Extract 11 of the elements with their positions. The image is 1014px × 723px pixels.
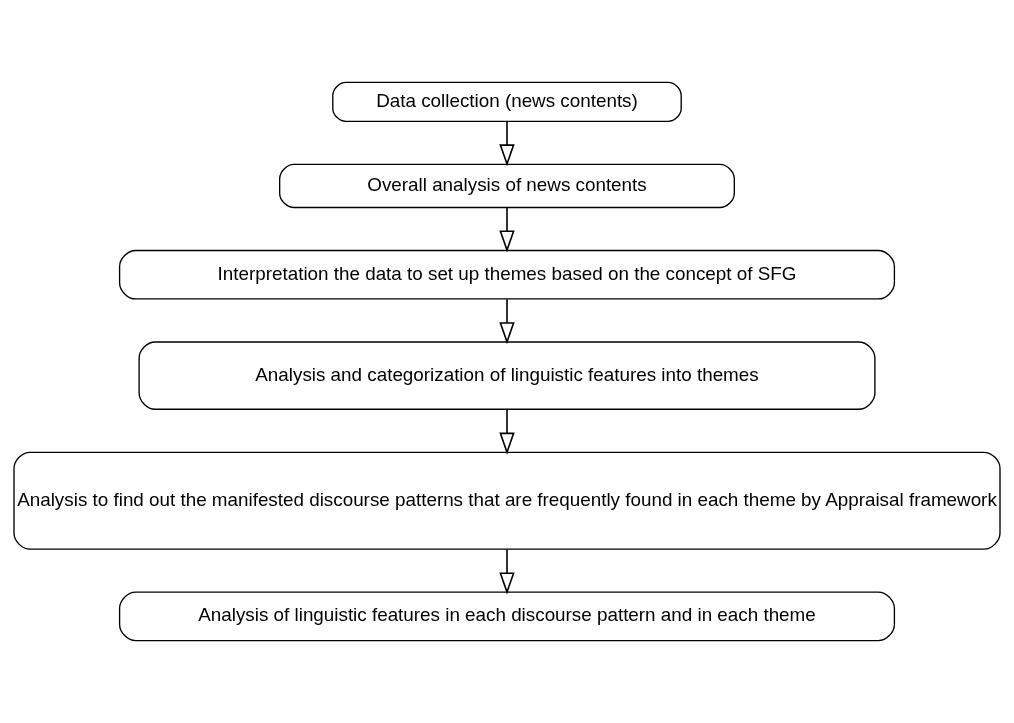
node-box: Analysis of linguistic features in each discourse pattern and in each theme xyxy=(118,591,896,642)
node-box: Data collection (news contents) xyxy=(332,81,682,123)
node-box: Analysis and categorization of linguistic features into themes xyxy=(138,341,876,410)
node-box: Analysis to find out the manifested discourse patterns that are frequently found in each theme by Appraisal framework xyxy=(13,451,1001,550)
arrow xyxy=(499,548,515,595)
node-box: Interpretation the data to set up themes based on the concept of SFG xyxy=(118,249,896,300)
arrow xyxy=(499,298,515,345)
arrow xyxy=(499,120,515,167)
arrow xyxy=(499,408,515,455)
arrow xyxy=(499,206,515,253)
node-box: Overall analysis of news contents xyxy=(279,163,735,209)
